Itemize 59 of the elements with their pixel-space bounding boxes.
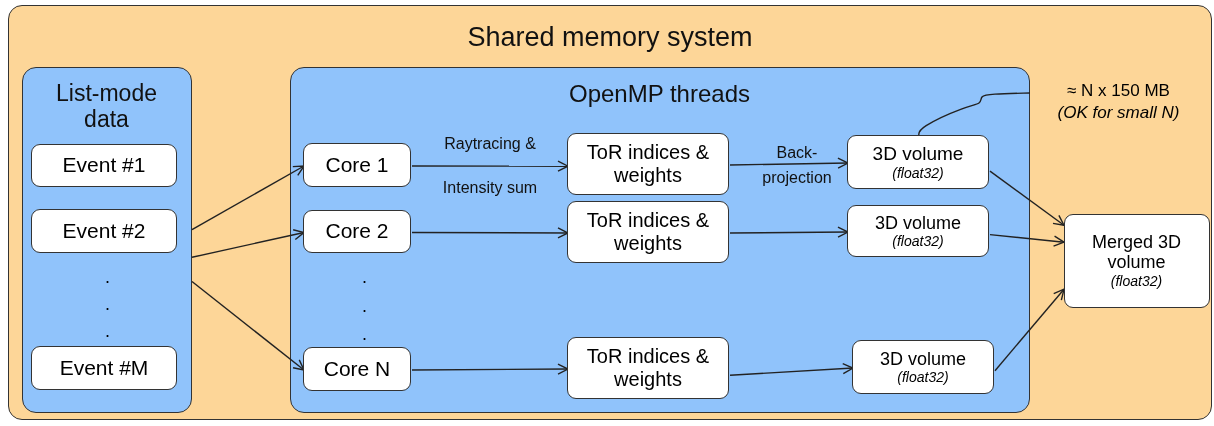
arrow xyxy=(191,165,305,231)
panel-title: Shared memory system xyxy=(466,21,754,53)
box-label: 3D volume xyxy=(872,143,964,165)
process-box xyxy=(847,135,989,189)
process-box xyxy=(303,143,411,187)
arrow xyxy=(411,160,569,172)
data-type-label: (float32) xyxy=(892,164,944,181)
box-label: Core N xyxy=(323,356,391,382)
ellipsis-dot: . xyxy=(105,268,110,286)
system-panel xyxy=(8,5,1212,420)
arrow xyxy=(411,363,569,375)
box-label: ToR indices & weights xyxy=(585,209,711,255)
edge-label: Raytracing & Intensity sum xyxy=(441,134,539,198)
arrow xyxy=(191,280,305,371)
ellipsis-dot: . xyxy=(105,322,110,340)
process-box xyxy=(567,337,729,399)
process-box xyxy=(303,210,411,253)
data-type-label: (float32) xyxy=(892,233,944,250)
box-label: Event #1 xyxy=(62,153,146,178)
arrow xyxy=(989,170,1065,226)
ellipsis-dot: . xyxy=(362,325,367,343)
panel-title: OpenMP threads xyxy=(568,78,751,108)
box-label: 3D volume xyxy=(874,212,961,234)
arrow xyxy=(191,229,305,258)
box-label: 3D volume xyxy=(879,348,966,370)
process-box xyxy=(567,133,729,195)
box-label: Core 2 xyxy=(325,219,389,244)
arrow xyxy=(729,362,854,376)
panel-title: List-mode data xyxy=(55,78,158,133)
box-label: ToR indices & weights xyxy=(585,345,711,391)
arrow xyxy=(989,233,1065,247)
process-box xyxy=(303,347,411,391)
box-label: Core 1 xyxy=(325,152,389,178)
process-box xyxy=(852,340,994,394)
ellipsis-dot: . xyxy=(362,268,367,286)
box-label: Event #M xyxy=(59,355,149,381)
process-box xyxy=(31,346,177,390)
ellipsis-dot: . xyxy=(362,297,367,315)
box-label: Event #2 xyxy=(62,218,146,244)
arrow xyxy=(411,227,569,239)
process-box xyxy=(567,201,729,263)
box-label: Merged 3D volume xyxy=(1090,231,1182,274)
edge-label: Back-projection xyxy=(761,143,833,188)
arrow xyxy=(729,226,849,238)
note-remark: (OK for small N) xyxy=(1056,102,1181,125)
leader-line xyxy=(918,92,1031,137)
process-box xyxy=(31,209,177,253)
box-label: ToR indices & weights xyxy=(585,141,711,187)
data-type-label: (float32) xyxy=(897,369,949,386)
process-box xyxy=(1063,213,1210,308)
arrow xyxy=(729,157,849,169)
process-box xyxy=(847,205,989,257)
ellipsis-dot: . xyxy=(105,295,110,313)
process-box xyxy=(31,144,177,187)
memory-note: ≈ N x 150 MB xyxy=(1066,79,1171,102)
group-panel xyxy=(289,66,1030,413)
data-type-label: (float32) xyxy=(1109,273,1164,290)
group-panel xyxy=(21,66,192,413)
arrow xyxy=(994,288,1065,372)
